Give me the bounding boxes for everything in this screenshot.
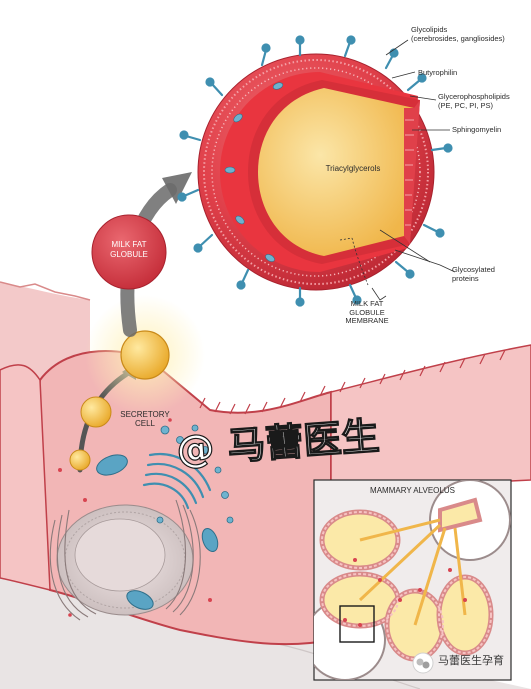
label-mammary-alveolus: MAMMARY ALVEOLUS [370,486,455,495]
label-secretory-cell: SECRETORY CELL [120,410,170,429]
label-butyrophilin: Butyrophilin [418,68,458,77]
badge-text: 马蕾医生孕育 [438,654,504,667]
label-milk-fat-globule-membrane: MILK FAT GLOBULE MEMBRANE [345,299,389,326]
label-glycerophospholipids: Glycerophospholipids (PE, PC, PI, PS) [438,92,510,110]
label-glycosylated-proteins: Glycosylated proteins [452,265,495,283]
watermark-badge: 马蕾医生孕育 [412,652,504,668]
label-milk-fat-globule: MILK FAT GLOBULE [110,240,148,259]
wechat-icon [412,652,434,674]
label-sphingomyelin: Sphingomyelin [452,125,502,134]
label-glycolipids: Glycolipids (cerebrosides, gangliosides) [411,25,505,43]
label-triacylglycerols: Triacylglycerols [325,164,381,173]
